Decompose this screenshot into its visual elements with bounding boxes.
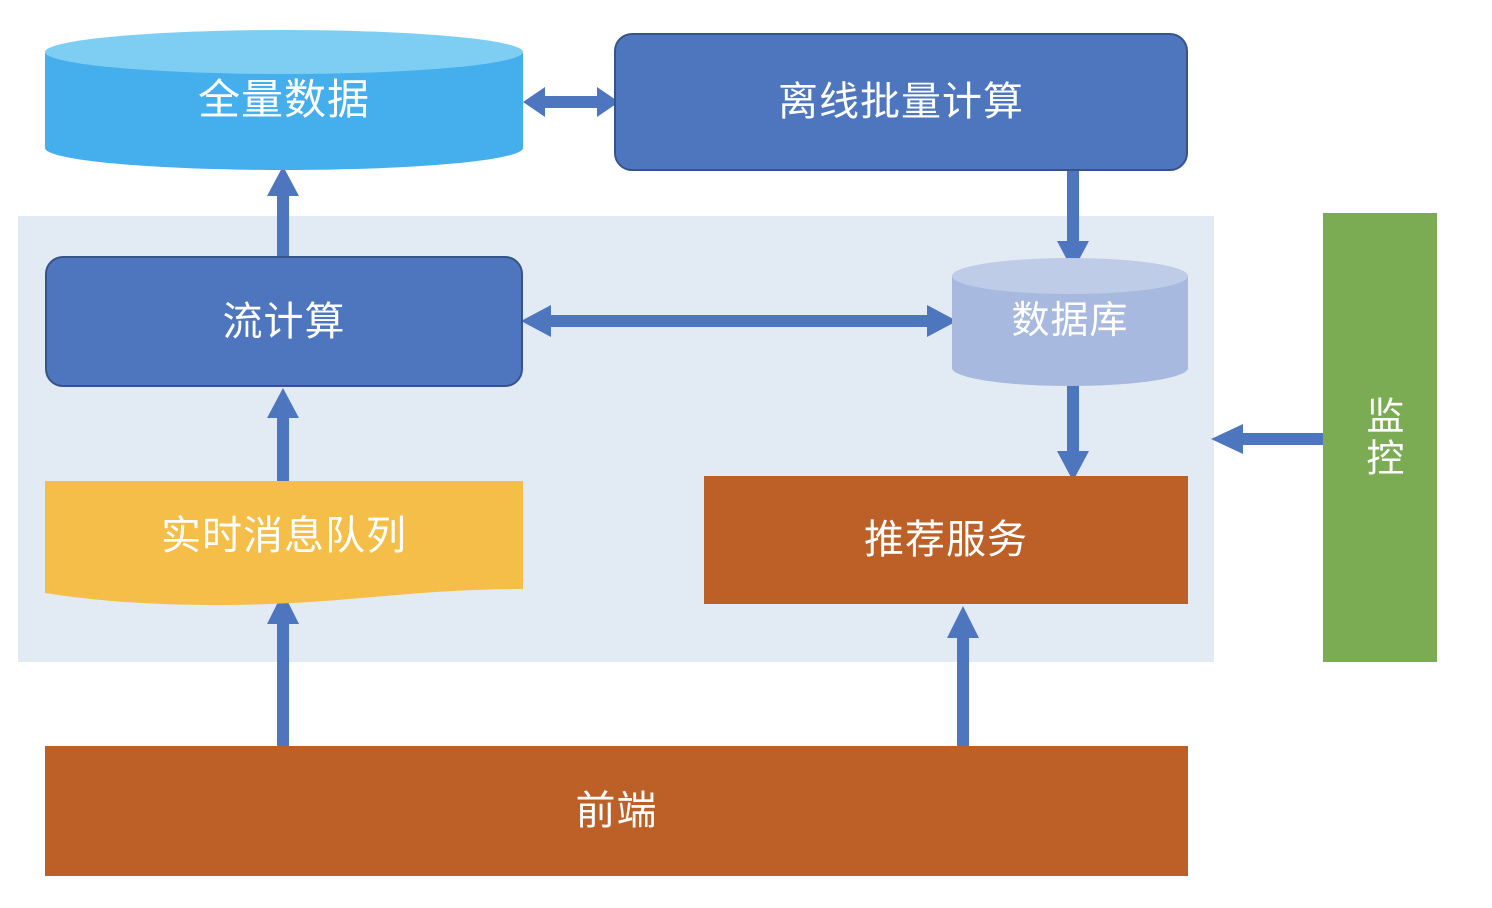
node-label-frontend: 前端 bbox=[575, 789, 658, 833]
cylinder-top bbox=[45, 30, 523, 74]
connector-database-recommend-service bbox=[1055, 385, 1091, 481]
node-message-queue[interactable]: 实时消息队列 bbox=[45, 481, 523, 605]
node-full-data-store[interactable]: 全量数据 bbox=[45, 30, 523, 170]
node-label-stream-compute: 流计算 bbox=[222, 299, 346, 344]
connector-stream-compute-database bbox=[521, 302, 957, 340]
node-recommend-service[interactable]: 推荐服务 bbox=[704, 476, 1188, 604]
node-label-monitoring: 监控 bbox=[1323, 213, 1437, 662]
node-label-recommend-service: 推荐服务 bbox=[864, 518, 1028, 562]
connector-offline-batch-database bbox=[1055, 171, 1091, 271]
connector-stream-compute-fulldata bbox=[265, 166, 301, 260]
node-monitoring[interactable]: 监控 bbox=[1323, 213, 1437, 662]
node-stream-compute[interactable]: 流计算 bbox=[45, 256, 523, 387]
cylinder-top bbox=[952, 258, 1188, 294]
node-offline-batch-compute[interactable]: 离线批量计算 bbox=[614, 33, 1188, 171]
connector-frontend-recommend-service bbox=[945, 606, 981, 750]
node-frontend[interactable]: 前端 bbox=[45, 746, 1188, 876]
wave-shape bbox=[45, 481, 523, 605]
connector-fulldata-offline-batch bbox=[523, 82, 619, 122]
connector-monitoring-realtime-zone bbox=[1211, 424, 1327, 454]
node-database[interactable]: 数据库 bbox=[952, 258, 1188, 386]
node-label-offline-batch: 离线批量计算 bbox=[778, 80, 1024, 124]
monitoring-label-text: 监控 bbox=[1359, 395, 1402, 480]
connector-frontend-message-queue bbox=[265, 592, 301, 750]
connector-message-queue-stream-compute bbox=[265, 388, 301, 484]
